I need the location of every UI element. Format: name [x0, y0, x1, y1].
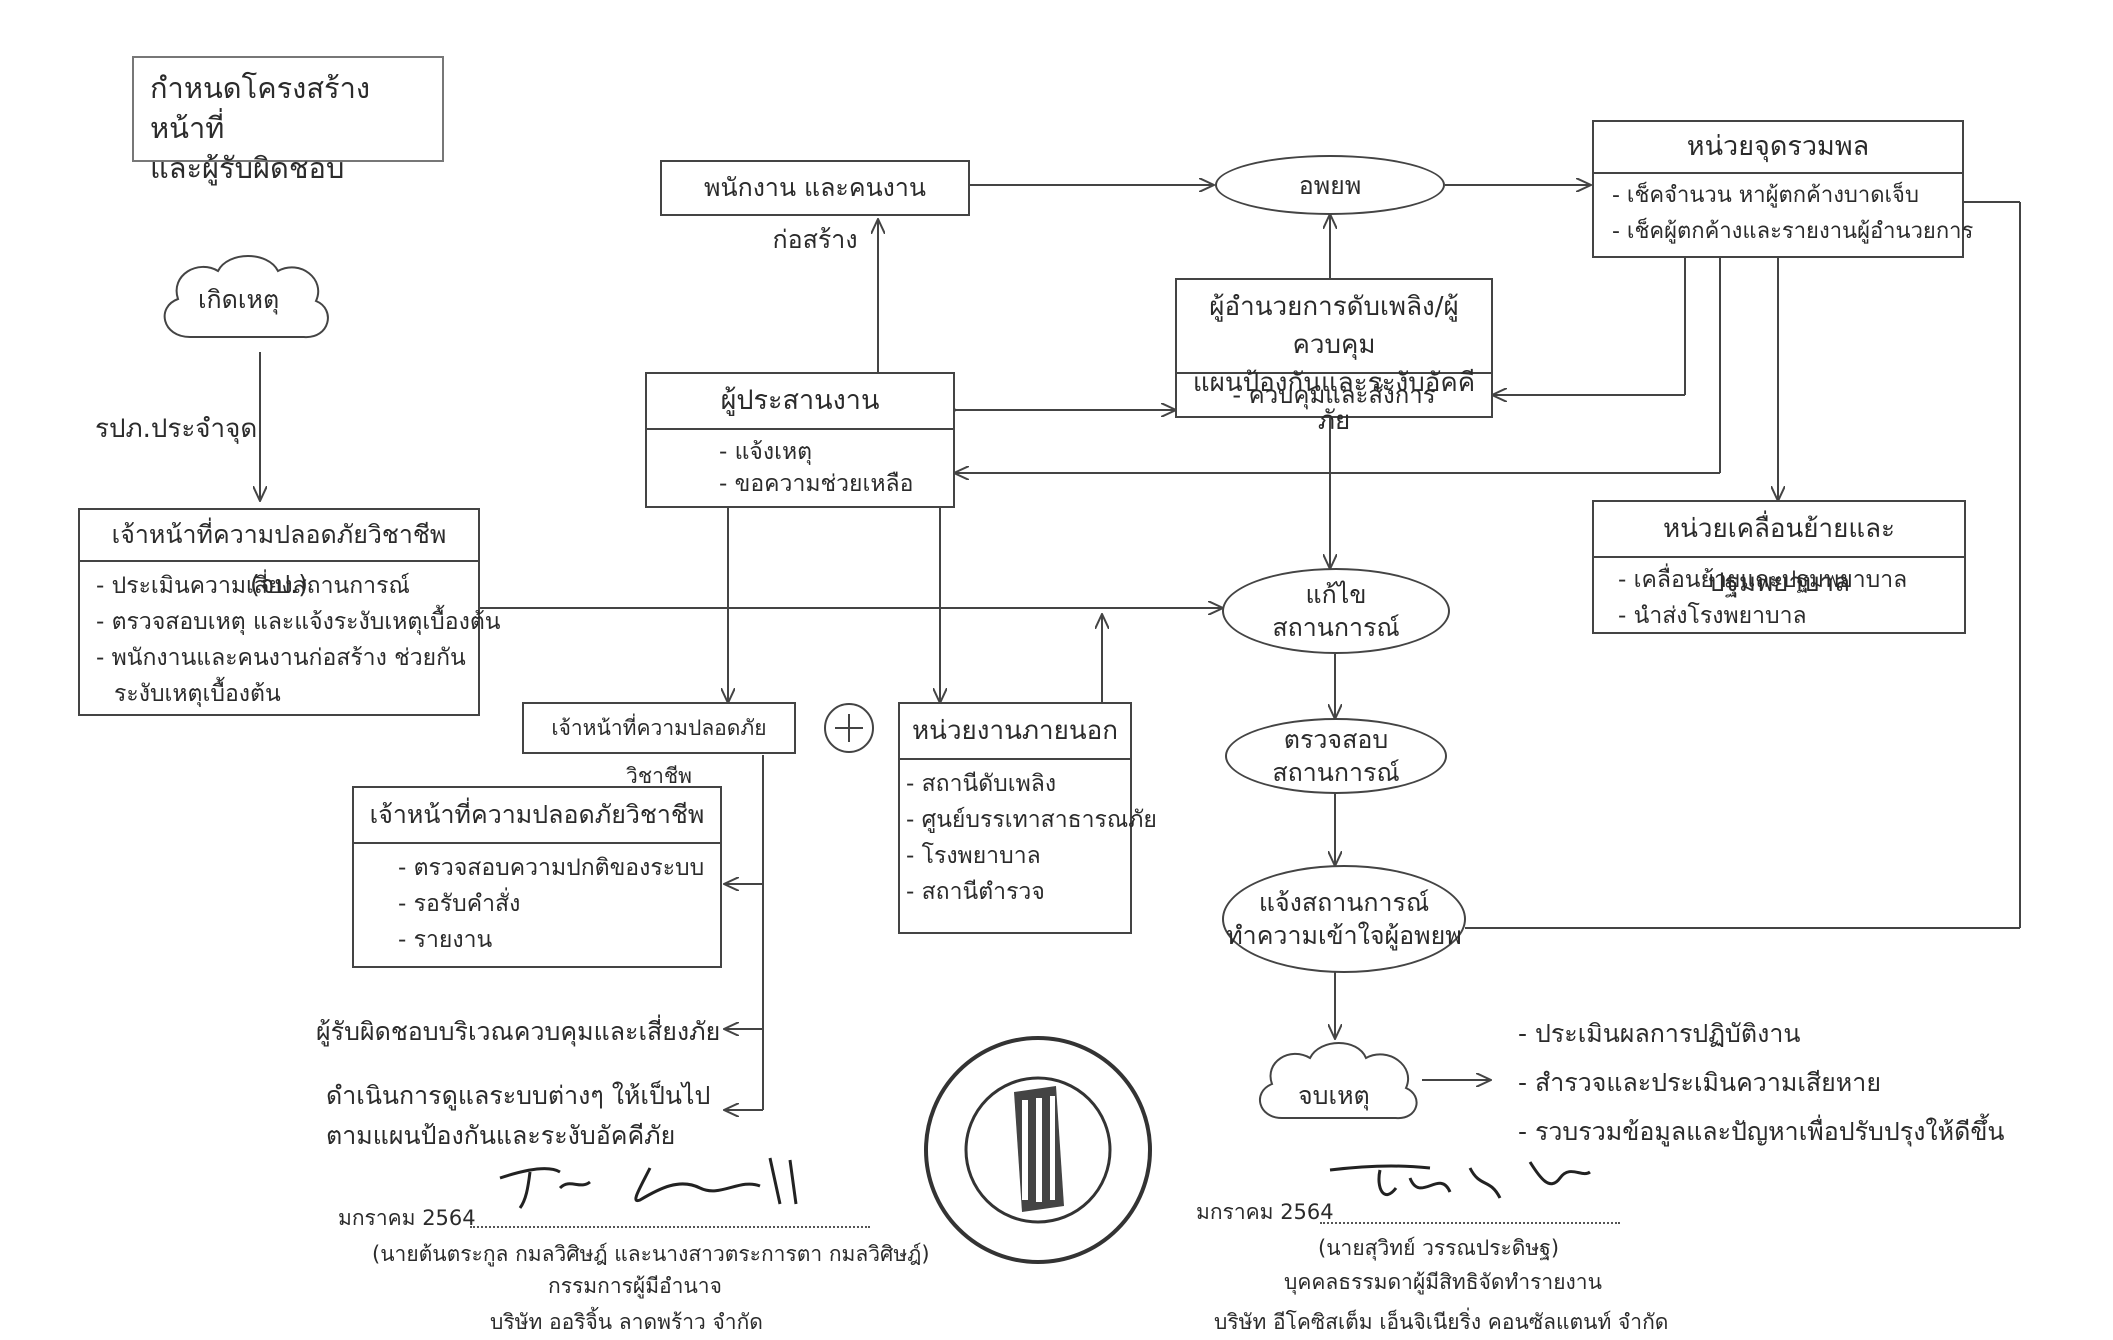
list-item: - เช็คผู้ตกค้างและรายงานผู้อำนวยการ [1612, 219, 1974, 244]
list-item: - พนักงานและคนงานก่อสร้าง ช่วยกัน [96, 645, 466, 671]
list-item: - สถานีดับเพลิง [906, 771, 1057, 797]
signature-left-date: มกราคม 2564 [338, 1206, 476, 1230]
evacuate-node: อพยพ [1215, 155, 1445, 215]
inspect-node: ตรวจสอบ สถานการณ์ [1225, 718, 1447, 794]
assembly-header: หน่วยจุดรวมพล [1594, 122, 1962, 174]
workers-box: พนักงาน และคนงานก่อสร้าง [660, 160, 970, 254]
fire-commander-line2: แผนป้องกันและระงับอัคคีภัย [1192, 368, 1476, 436]
end-cloud-icon [1259, 1042, 1418, 1120]
signature-right-role: บุคคลธรรมดาผู้มีสิทธิจัดทำรายงาน [1284, 1270, 1602, 1294]
signature-left-company: บริษัท ออริจิ้น ลาดพร้าว จำกัด [490, 1310, 763, 1334]
list-item: - ศูนย์บรรเทาสาธารณภัย [906, 807, 1157, 833]
signature-right-date: มกราคม 2564 [1196, 1200, 1334, 1224]
security-guard-label: รปภ.ประจำจุด [95, 414, 258, 444]
title-box: กำหนดโครงสร้างหน้าที่ และผู้รับผิดชอบ [132, 56, 444, 185]
list-item: - แจ้งเหตุ [719, 439, 813, 465]
operate-line2: ตามแผนป้องกันและระงับอัคคีภัย [326, 1121, 676, 1150]
coordinator-box: ผู้ประสานงาน - แจ้งเหตุ - ขอความช่วยเหลื… [645, 372, 955, 508]
signature-left-name: (นายต้นตระกูล กมลวิศิษฎ์ และนางสาวตระการ… [372, 1242, 930, 1266]
workers-label: พนักงาน และคนงานก่อสร้าง [704, 173, 926, 254]
resolve-line1: แก้ไข [1305, 580, 1367, 609]
list-item: ระงับเหตุเบื้องต้น [114, 681, 281, 707]
safety-officer-main-header: เจ้าหน้าที่ความปลอดภัยวิชาชีพ (จป.) [80, 510, 478, 599]
inspect-line1: ตรวจสอบ [1283, 725, 1389, 754]
end-item: - ประเมินผลการปฏิบัติงาน [1518, 1019, 1801, 1048]
operate-line1: ดำเนินการดูแลระบบต่างๆ ให้เป็นไป [326, 1081, 711, 1110]
inform-node: แจ้งสถานการณ์ ทำความเข้าใจผู้อพยพ [1222, 865, 1466, 973]
list-item: - โรงพยาบาล [906, 843, 1041, 869]
list-item: - ขอความช่วยเหลือ [719, 471, 914, 497]
signature-line-left [470, 1226, 870, 1228]
safety-officer-small-label: เจ้าหน้าที่ความปลอดภัยวิชาชีพ [551, 716, 767, 788]
list-item: - ตรวจสอบเหตุ และแจ้งระงับเหตุเบื้องต้น [96, 609, 501, 635]
list-item: - สถานีตำรวจ [906, 879, 1045, 905]
signature-right-icon [1329, 1161, 1591, 1199]
incident-label: เกิดเหตุ [198, 285, 280, 314]
inspect-line2: สถานการณ์ [1272, 758, 1400, 787]
list-item: - เช็คจำนวน หาผู้ตกค้างบาดเจ็บ [1612, 183, 1919, 208]
resolve-node: แก้ไข สถานการณ์ [1222, 568, 1450, 654]
end-item: - สำรวจและประเมินความเสียหาย [1518, 1068, 1881, 1097]
incident-cloud-icon [163, 255, 329, 339]
responsible-area-label: ผู้รับผิดชอบบริเวณควบคุมและเสี่ยงภัย [316, 1017, 721, 1046]
safety-officer-detail-box: เจ้าหน้าที่ความปลอดภัยวิชาชีพ - ตรวจสอบค… [352, 786, 722, 968]
relocation-header: หน่วยเคลื่อนย้ายและปฐมพยาบาล [1594, 502, 1964, 598]
resolve-line2: สถานการณ์ [1272, 613, 1400, 642]
inform-line1: แจ้งสถานการณ์ [1258, 888, 1430, 917]
list-item: - ตรวจสอบความปกติของระบบ [398, 855, 705, 881]
signature-right-name: (นายสุวิทย์ วรรณประดิษฐ) [1318, 1236, 1560, 1260]
end-item: - รวบรวมข้อมูลและปัญหาเพื่อปรับปรุงให้ดี… [1518, 1117, 2005, 1146]
fire-commander-box: ผู้อำนวยการดับเพลิง/ผู้ควบคุม แผนป้องกัน… [1175, 278, 1493, 436]
plus-circle-icon [824, 703, 874, 753]
list-item: - ควบคุมและสั่งการ [1232, 381, 1436, 409]
list-item: - เคลื่อนย้ายและปฐมพยาบาล [1618, 567, 1908, 593]
end-label: จบเหตุ [1298, 1081, 1370, 1110]
evacuate-label: อพยพ [1298, 170, 1362, 200]
fire-commander-line1: ผู้อำนวยการดับเพลิง/ผู้ควบคุม [1209, 292, 1459, 360]
inform-line2: ทำความเข้าใจผู้อพยพ [1226, 921, 1462, 950]
external-header: หน่วยงานภายนอก [900, 704, 1130, 760]
safety-officer-small-box: เจ้าหน้าที่ความปลอดภัยวิชาชีพ [522, 702, 796, 788]
signature-line-right [1320, 1222, 1620, 1224]
title-line1: กำหนดโครงสร้างหน้าที่ [150, 71, 371, 145]
title-line2: และผู้รับผิดชอบ [150, 151, 345, 185]
safety-officer-main-box: เจ้าหน้าที่ความปลอดภัยวิชาชีพ (จป.) - ปร… [78, 508, 501, 716]
company-stamp-icon [924, 1036, 1152, 1264]
safety-officer-detail-header: เจ้าหน้าที่ความปลอดภัยวิชาชีพ [354, 788, 720, 844]
list-item: - นำส่งโรงพยาบาล [1618, 603, 1807, 629]
assembly-point-box: หน่วยจุดรวมพล - เช็คจำนวน หาผู้ตกค้างบาด… [1592, 120, 1974, 258]
signature-left-role: กรรมการผู้มีอำนาจ [548, 1274, 722, 1298]
list-item: - รายงาน [398, 927, 493, 953]
list-item: - ประเมินความเสี่ยงสถานการณ์ [96, 573, 410, 599]
external-agencies-box: หน่วยงานภายนอก - สถานีดับเพลิง - ศูนย์บร… [898, 702, 1157, 934]
coordinator-header: ผู้ประสานงาน [647, 374, 953, 430]
signature-right-company: บริษัท อีโคซิสเต็ม เอ็นจิเนียริ่ง คอนซัล… [1214, 1310, 1669, 1334]
signature-left-icon [499, 1157, 798, 1209]
list-item: - รอรับคำสั่ง [398, 891, 521, 917]
relocation-box: หน่วยเคลื่อนย้ายและปฐมพยาบาล - เคลื่อนย้… [1592, 500, 1966, 634]
